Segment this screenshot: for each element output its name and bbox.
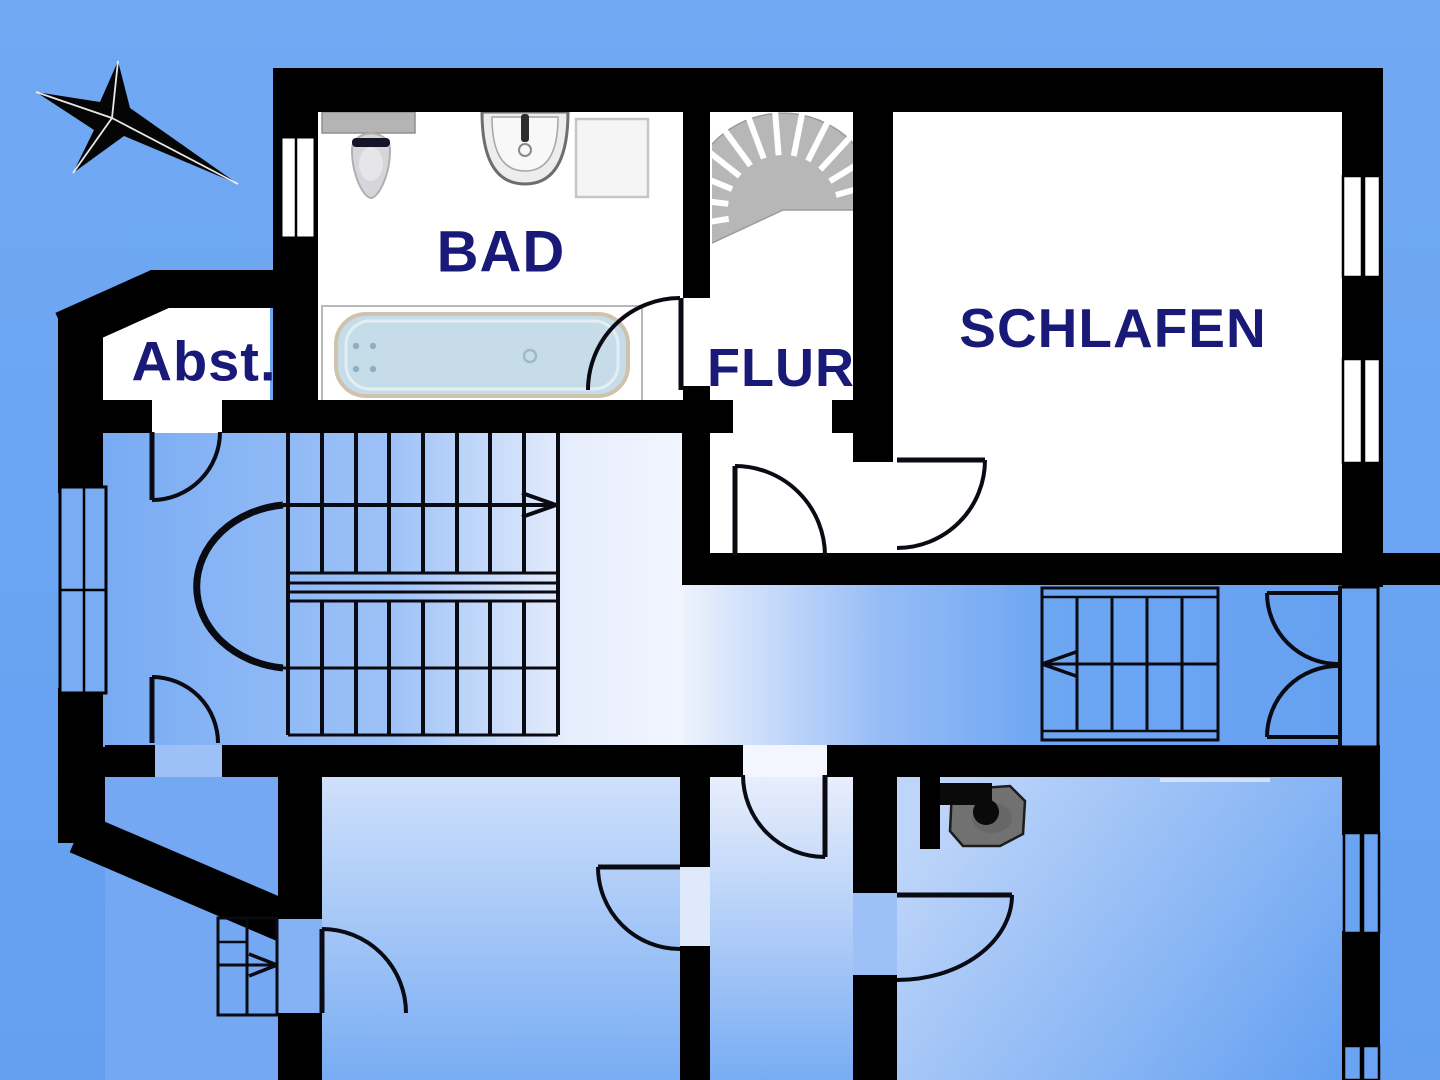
window-icon xyxy=(279,135,317,240)
window-icon xyxy=(1341,174,1382,279)
main-staircase-icon xyxy=(193,433,560,737)
spiral-stairs-icon xyxy=(712,110,853,244)
shelf-icon xyxy=(321,111,416,134)
walls xyxy=(55,68,1440,1080)
double-door-icon xyxy=(1265,587,1342,747)
door-swing-icon xyxy=(149,675,220,744)
door-swing-icon xyxy=(732,464,827,557)
room-label-schlafen: SCHLAFEN xyxy=(959,297,1267,359)
sink-icon xyxy=(480,110,570,186)
wall-openings xyxy=(152,298,897,1013)
chimney-stove-icon xyxy=(936,783,1027,848)
door-swing-icon xyxy=(741,774,828,859)
doors xyxy=(149,296,1342,1014)
door-swing-icon xyxy=(319,927,408,1014)
shower-tray-icon xyxy=(574,117,650,199)
window-icon xyxy=(1342,831,1381,935)
bathtub-icon xyxy=(321,305,643,405)
door-swing-icon xyxy=(896,892,1014,982)
window-icon xyxy=(58,485,108,695)
small-stairs-right-icon xyxy=(1040,586,1220,742)
flur-vestibule-floor xyxy=(710,433,853,556)
door-swing-icon xyxy=(596,864,681,951)
window-icon xyxy=(1342,1044,1381,1080)
small-stairs-bottom-left-icon xyxy=(216,916,279,1017)
room-schlafen-floor xyxy=(893,110,1342,556)
fixtures xyxy=(321,110,1027,848)
room-label-abstellraum: Abst. xyxy=(131,329,277,393)
door-swing-icon xyxy=(586,296,684,391)
room-label-flur: FLUR xyxy=(707,338,855,398)
door-swing-icon xyxy=(896,457,987,550)
compass-rose-icon xyxy=(35,60,239,185)
room-label-bad: BAD xyxy=(436,219,566,285)
toilet-icon xyxy=(350,132,392,200)
window-icon xyxy=(1341,357,1382,465)
window-icon xyxy=(1338,585,1380,749)
room-abst-floor xyxy=(103,307,270,400)
door-swing-icon xyxy=(149,431,222,502)
